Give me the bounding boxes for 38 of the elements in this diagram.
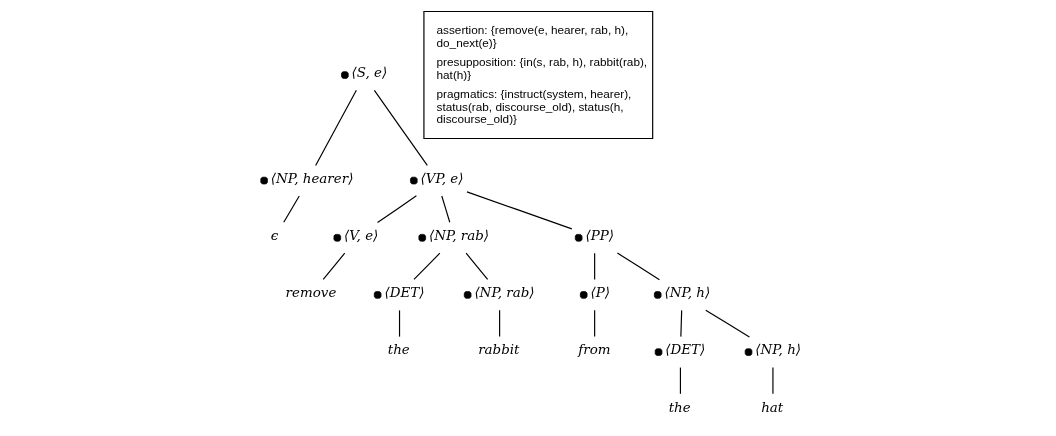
- connector: [413, 252, 441, 280]
- connector: [594, 309, 596, 338]
- node-label: ⟨NP, rab⟩: [428, 228, 490, 244]
- node-text: ϵ: [270, 228, 279, 244]
- connector: [499, 309, 501, 338]
- connector: [373, 89, 428, 166]
- connector: [283, 195, 300, 223]
- node-label: ⟨V, e⟩: [344, 228, 379, 244]
- node-label: ⟨PP⟩: [585, 228, 614, 244]
- node-text: from: [578, 342, 611, 358]
- connector: [315, 89, 357, 166]
- connector: [465, 252, 489, 280]
- node-label: ⟨DET⟩: [384, 285, 425, 301]
- connector: [441, 195, 451, 223]
- connector: [705, 309, 750, 338]
- node-text: remove: [285, 285, 337, 301]
- node-label: ⟨S, e⟩: [351, 65, 388, 81]
- node-label: ⟨VP, e⟩: [420, 170, 464, 186]
- node-label: ⟨DET⟩: [665, 342, 706, 358]
- node-text: hat: [761, 399, 784, 415]
- node-text: the: [387, 342, 410, 358]
- node-label: ⟨P⟩: [590, 285, 610, 301]
- connector: [322, 252, 346, 280]
- node-text: the: [668, 399, 691, 415]
- node-label: ⟨NP, h⟩: [755, 342, 802, 358]
- connector: [772, 366, 774, 395]
- connector: [594, 252, 596, 280]
- connector: [376, 195, 417, 224]
- connector: [466, 191, 573, 230]
- node-text: rabbit: [478, 342, 520, 358]
- connector: [398, 309, 401, 338]
- node-box: assertion: {remove(e, hearer, rab, h), do_next(e)} presupposition: {in(s, rab, h), rabbit(rab), hat(h)} pragmatics: {instruct(system, hearer), status(rab, discourse_old), status(h, discourse_old)}: [423, 10, 654, 140]
- node-label: ⟨NP, rab⟩: [474, 285, 535, 301]
- connector: [680, 309, 683, 338]
- node-label: ⟨NP, h⟩: [664, 285, 711, 301]
- connector: [679, 366, 681, 395]
- node-label: ⟨NP, hearer⟩: [270, 170, 354, 186]
- connector: [616, 252, 661, 281]
